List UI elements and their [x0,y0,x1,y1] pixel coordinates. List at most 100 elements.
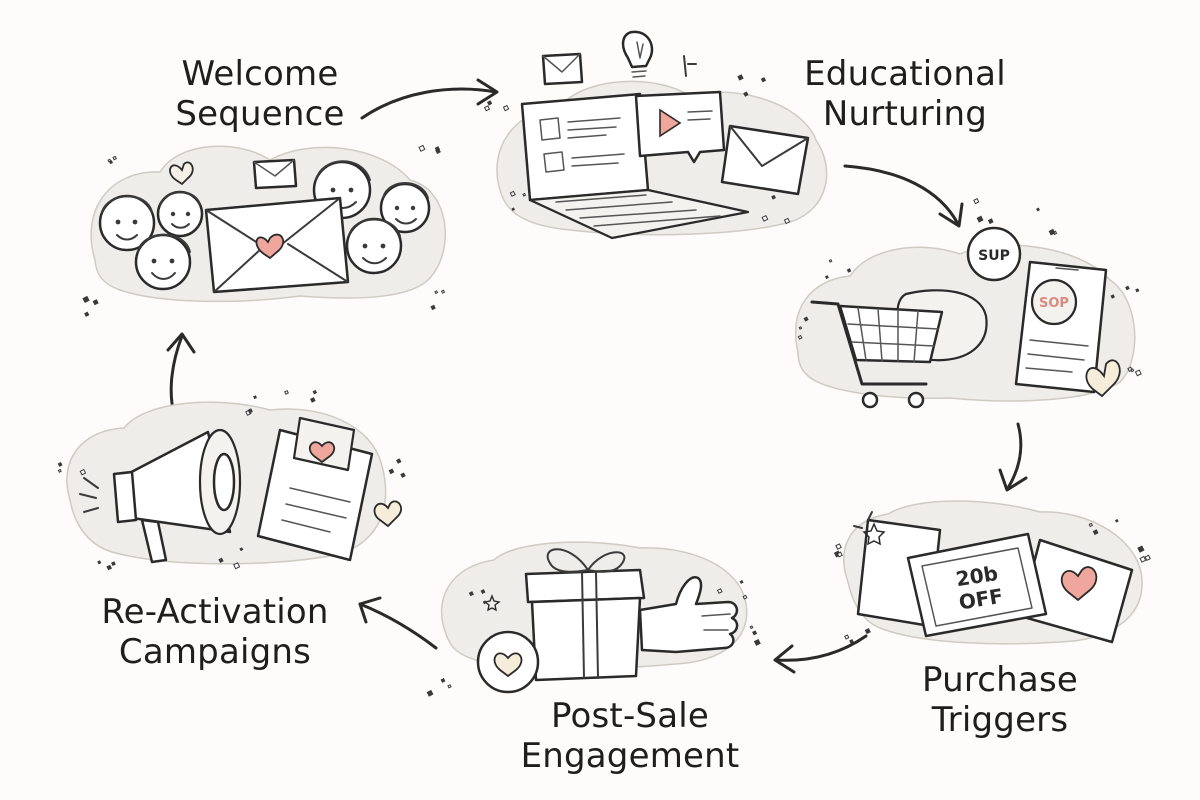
confetti-piece [426,689,434,697]
star-icon [862,522,886,546]
confetti-piece [111,561,116,567]
confetti-piece [1088,522,1094,528]
gift-box-icon [524,548,646,682]
confetti-piece [440,677,446,683]
confetti-piece [239,547,244,552]
confetti-piece [864,628,871,635]
confetti-piece [284,389,289,395]
confetti-piece [486,100,493,106]
confetti-piece [824,275,829,280]
confetti-piece [388,468,395,475]
confetti-piece [92,299,99,306]
thumbs-up-icon [638,576,739,654]
confetti-piece [987,218,994,225]
confetti-piece [502,104,510,112]
confetti-piece [783,217,791,225]
customer-face-icon [134,233,192,291]
confetti-piece [247,408,253,414]
arrow-postsale-to-reactivation [358,596,438,650]
confetti-piece [1137,545,1145,553]
star-icon [483,594,501,612]
confetti-piece [400,472,406,478]
educational-illustration [496,30,828,240]
confetti-piece [253,395,257,400]
confetti-piece [849,638,854,644]
shopping-cart-icon [810,300,944,409]
confetti-piece [1036,207,1040,212]
confetti-piece [1144,554,1151,562]
confetti-piece [771,194,776,200]
coupons-illustration: 20b OFF [843,500,1143,645]
confetti-piece [82,295,90,303]
confetti-piece [483,105,491,112]
confetti-piece [798,326,803,330]
confetti-piece [1048,228,1056,236]
heart-badge-icon [476,630,540,694]
laptop-icon [520,92,750,240]
confetti-piece [760,77,767,83]
stage-label-re-activation-campaigns: Re-Activation Campaigns [70,592,360,672]
confetti-piece [84,311,90,317]
confetti-piece [107,158,112,163]
confetti-piece [803,316,809,322]
confetti-piece [973,198,980,205]
customer-face-icon [379,182,431,234]
coin-phone-text: SOP [1039,296,1069,311]
mail-icon [541,52,584,86]
confetti-piece [447,684,452,689]
stage-label-line: Engagement [520,736,740,776]
confetti-piece [716,588,723,594]
stage-label-purchase-triggers: Purchase Triggers [880,660,1120,740]
confetti-piece [509,190,516,197]
heart-icon [373,500,402,528]
confetti-piece [312,389,318,395]
arrow-purchase-to-triggers [998,422,1028,492]
envelope-icon [204,196,350,294]
confetti-piece [761,214,769,222]
confetti-piece [522,192,527,197]
confetti-piece [835,543,842,550]
confetti-piece [511,207,516,211]
stage-label-line: Re-Activation [101,592,329,632]
confetti-piece [1092,529,1099,536]
stage-label-educational-nurturing: Educational Nurturing [770,54,1040,134]
confetti-piece [737,74,744,81]
small-envelope-icon [252,158,298,190]
arrow-welcome-to-educational [360,78,499,120]
welcome-illustration [90,145,447,303]
stage-label-line: Educational [804,54,1006,94]
confetti-piece [1139,555,1147,563]
message-card-icon [720,124,810,196]
confetti-piece [1135,288,1140,293]
post-sale-illustration [440,541,748,694]
confetti-piece [233,562,241,570]
customer-face-icon [98,194,156,252]
confetti-piece [79,468,87,476]
customer-face-icon [345,217,403,275]
customer-face-icon [156,190,204,238]
confetti-piece [57,468,62,473]
clipboard-icon [256,416,374,562]
phone-icon: SOP [1014,260,1108,394]
confetti-piece [749,625,754,630]
confetti-piece [57,462,63,467]
video-play-icon [634,90,726,164]
coin-icon: SUP [966,226,1022,282]
confetti-piece [310,397,316,403]
confetti-piece [743,91,749,97]
stage-label-welcome-sequence: Welcome Sequence [130,54,390,134]
confetti-piece [836,551,843,558]
confetti-piece [1110,294,1115,299]
stage-label-line: Nurturing [822,94,988,134]
megaphone-icon [112,428,242,564]
confetti-piece [106,564,112,571]
confetti-decoration [57,74,1151,697]
arrow-triggers-to-postsale [773,634,868,674]
confetti-piece [844,634,850,640]
confetti-piece [480,589,486,595]
confetti-piece [482,600,487,605]
lightbulb-icon [621,30,654,78]
confetti-piece [1114,518,1119,523]
coin-top-text: SUP [978,248,1010,264]
